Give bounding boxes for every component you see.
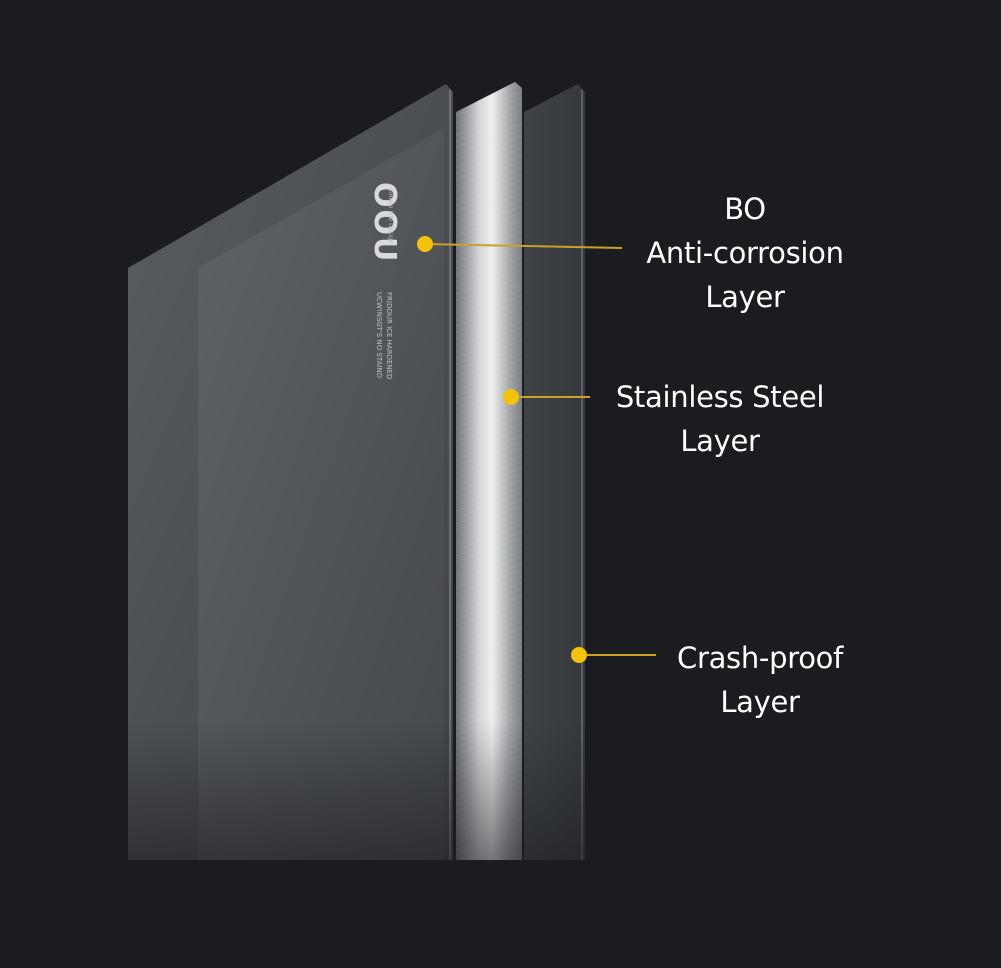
steel-label-line-2: Layer — [680, 424, 760, 458]
steel-marker-dot — [503, 389, 519, 405]
bo-leader-line — [424, 243, 623, 249]
bo-label-line-3: Layer — [705, 280, 785, 314]
panel-print-line-1: FRIDOUR ICE HARDENED — [385, 292, 393, 379]
stainless-steel-layer-label: Stainless Steel Layer — [590, 375, 850, 463]
bo-layer-label: BO Anti-corrosion Layer — [620, 187, 870, 319]
bottom-fade — [0, 720, 1001, 968]
crash-proof-panel — [524, 84, 585, 860]
steel-label-line-1: Stainless Steel — [615, 380, 825, 414]
brand-logo-text: OOU — [367, 182, 402, 263]
crash-marker-dot — [571, 647, 587, 663]
stainless-steel-brush-texture — [456, 82, 522, 860]
bo-label-line-2: Anti-corrosion — [646, 236, 844, 270]
bo-label-line-1: BO — [724, 192, 766, 226]
bo-panel-inner — [198, 128, 444, 860]
crash-label-line-1: Crash-proof — [677, 641, 843, 675]
bo-marker-dot — [417, 236, 433, 252]
panel-print: FRIDOUR ICE HARDENED UCW!NSGT'S NO STAIN… — [375, 292, 393, 379]
brand-logo-tagline: Simple Life Design — [387, 188, 394, 244]
crash-label-line-2: Layer — [720, 685, 800, 719]
crash-proof-layer-label: Crash-proof Layer — [650, 636, 870, 724]
panel-print-line-2: UCW!NSGT'S NO STAIND — [375, 292, 383, 378]
brand-logo: OOU Simple Life Design — [367, 182, 402, 263]
